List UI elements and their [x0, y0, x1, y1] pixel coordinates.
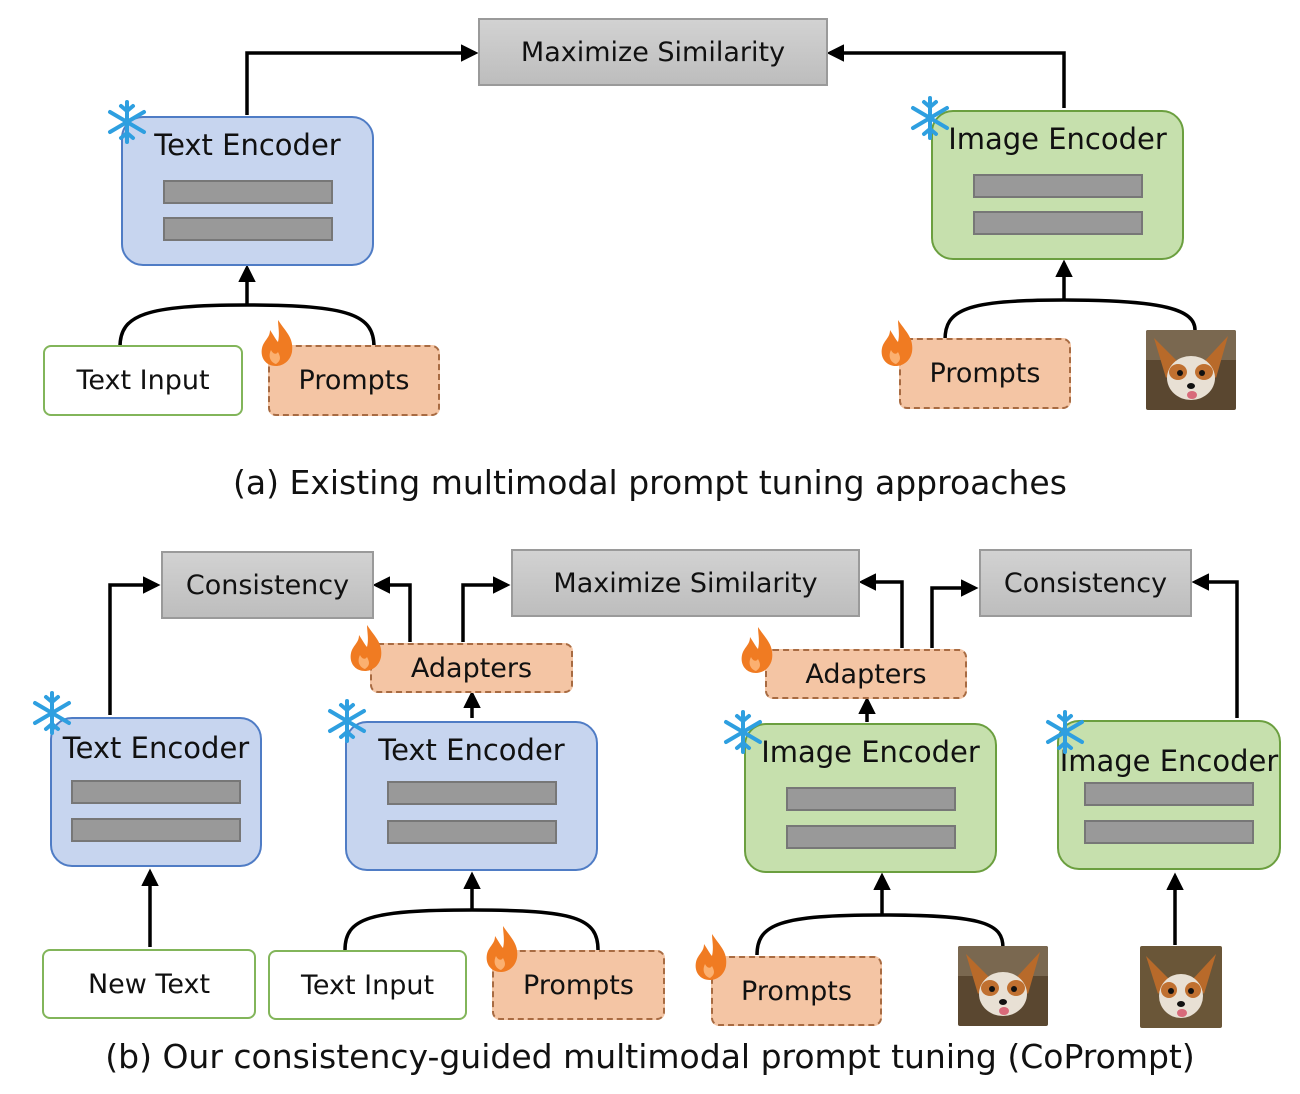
encoder-layer — [386, 820, 557, 844]
new-text-label: New Text — [87, 968, 211, 1000]
flame-icon — [878, 318, 918, 372]
flame-icon — [258, 318, 298, 372]
snowflake-icon — [28, 689, 76, 741]
dog-photo-illustration — [958, 946, 1048, 1026]
encoder-layer — [162, 217, 333, 241]
prompts-label: Prompts — [929, 358, 1041, 389]
dog-photo-illustration — [1146, 330, 1236, 410]
encoder-layer — [386, 781, 557, 805]
encoder-layer — [71, 780, 241, 804]
prompts-label: Prompts — [298, 365, 410, 396]
text-encoder-label: Text Encoder — [62, 731, 250, 765]
prompts-box-b-image: Prompts — [711, 956, 882, 1026]
consistency-box-right: Consistency — [979, 549, 1192, 617]
text-input-label: Text Input — [300, 969, 435, 1001]
flame-icon — [738, 625, 778, 679]
encoder-layer — [162, 180, 333, 204]
image-encoder-a: Image Encoder — [931, 110, 1184, 260]
encoder-layer — [71, 818, 241, 842]
adapters-box-text: Adapters — [370, 643, 573, 693]
encoder-layer — [1084, 820, 1254, 844]
text-encoder-a: Text Encoder — [121, 116, 374, 266]
text-input-box-a: Text Input — [43, 345, 243, 416]
dog-image — [1140, 946, 1222, 1028]
encoder-layer — [785, 825, 956, 849]
adapters-label: Adapters — [805, 658, 927, 690]
consistency-box-left: Consistency — [161, 551, 374, 619]
text-input-box-b: Text Input — [268, 950, 467, 1020]
image-encoder-b-new: Image Encoder — [1057, 720, 1281, 870]
encoder-layer — [972, 211, 1143, 235]
image-encoder-b: Image Encoder — [744, 723, 997, 873]
text-input-label: Text Input — [76, 365, 210, 396]
snowflake-icon — [1041, 708, 1089, 760]
new-text-box: New Text — [42, 949, 256, 1019]
flame-icon — [347, 623, 387, 677]
consistency-label: Consistency — [1003, 567, 1168, 599]
snowflake-icon — [719, 708, 767, 760]
snowflake-icon — [103, 98, 151, 150]
prompts-label: Prompts — [741, 975, 852, 1007]
prompts-label: Prompts — [523, 969, 634, 1001]
text-encoder-label: Text Encoder — [154, 128, 341, 162]
prompts-box-a-image: Prompts — [899, 338, 1071, 409]
encoder-layer — [1084, 782, 1254, 806]
consistency-label: Consistency — [185, 569, 350, 601]
image-encoder-label: Image Encoder — [948, 122, 1167, 156]
text-encoder-b-new: Text Encoder — [50, 717, 262, 867]
snowflake-icon — [323, 697, 371, 749]
prompts-box-b-text: Prompts — [492, 950, 665, 1020]
image-encoder-label: Image Encoder — [1059, 744, 1279, 778]
encoder-layer — [785, 787, 956, 811]
image-encoder-label: Image Encoder — [761, 735, 980, 769]
encoder-layer — [972, 174, 1143, 198]
maximize-similarity-label: Maximize Similarity — [520, 36, 786, 68]
text-encoder-b: Text Encoder — [345, 721, 598, 871]
adapters-label: Adapters — [410, 652, 533, 684]
dog-image — [958, 946, 1048, 1026]
maximize-similarity-label: Maximize Similarity — [553, 567, 818, 599]
flame-icon — [692, 932, 732, 986]
snowflake-icon — [906, 94, 954, 146]
adapters-box-image: Adapters — [765, 649, 967, 699]
maximize-similarity-box-b: Maximize Similarity — [511, 549, 860, 617]
dog-image — [1146, 330, 1236, 410]
text-encoder-label: Text Encoder — [378, 733, 565, 767]
prompts-box-a-text: Prompts — [268, 345, 440, 416]
caption-b: (b) Our consistency-guided multimodal pr… — [105, 1037, 1195, 1076]
dog-photo-illustration — [1140, 946, 1222, 1028]
flame-icon — [483, 924, 523, 978]
maximize-similarity-box-a: Maximize Similarity — [478, 18, 828, 86]
caption-a: (a) Existing multimodal prompt tuning ap… — [233, 463, 1067, 502]
